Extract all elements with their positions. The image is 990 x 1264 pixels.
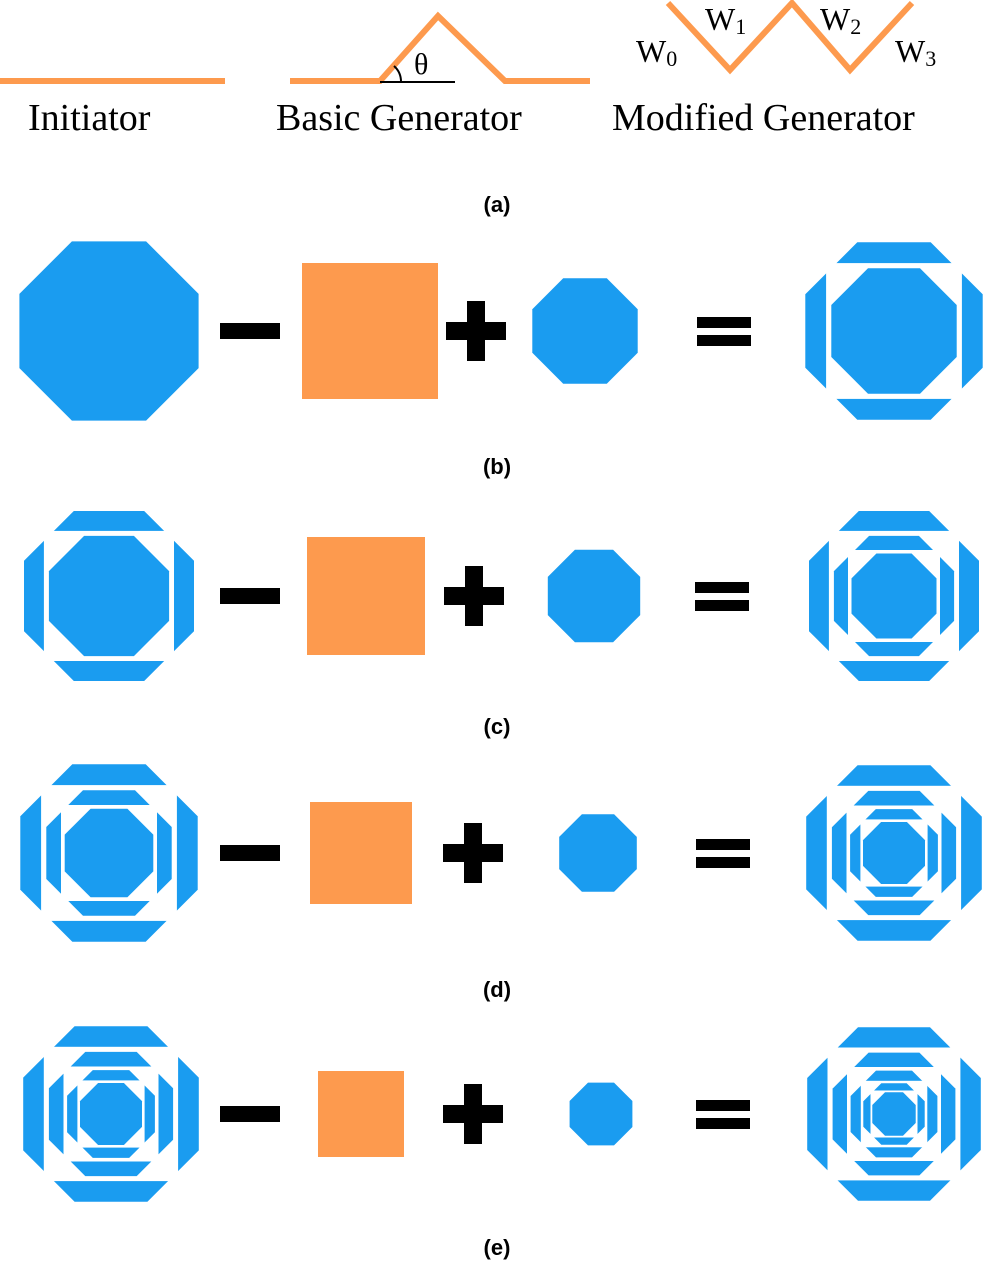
- blue-octagon: [532, 278, 638, 384]
- minus-sign: [220, 1106, 280, 1122]
- minus-sign: [220, 588, 280, 604]
- equals-top-bar: [696, 1100, 750, 1111]
- equals-top-bar: [697, 317, 751, 328]
- row-c: (c): [24, 511, 979, 739]
- orange-square: [307, 537, 425, 655]
- modified-generator-path: [665, 0, 915, 75]
- minus-bar: [220, 845, 280, 861]
- input-fractal-octagon: [23, 1026, 199, 1202]
- result-fractal-octagon: [806, 765, 982, 941]
- equals-bottom-bar: [696, 1118, 750, 1129]
- angle-symbol: θ: [414, 48, 428, 81]
- minus-sign: [220, 323, 280, 339]
- equals-sign: [696, 839, 750, 868]
- modified-generator: W0 W1 W2 W3: [636, 0, 936, 75]
- basic-generator: θ: [290, 11, 590, 84]
- panel-a-caption: (a): [484, 192, 511, 217]
- result-fractal-octagon: [809, 511, 979, 681]
- segment-label-w3: W3: [895, 33, 936, 71]
- equals-top-bar: [696, 839, 750, 850]
- minus-bar: [220, 323, 280, 339]
- orange-square: [318, 1071, 404, 1157]
- plus-vertical-bar: [464, 1084, 482, 1144]
- equals-bottom-bar: [697, 335, 751, 346]
- basic-generator-path: [290, 11, 590, 84]
- orange-square: [310, 802, 412, 904]
- octagon-level-1: [48, 535, 170, 657]
- row-e: (e): [23, 1026, 981, 1260]
- octagon-level-2: [851, 553, 937, 639]
- result-fractal-octagon: [805, 242, 983, 420]
- equals-top-bar: [695, 582, 749, 593]
- equals-sign: [695, 582, 749, 611]
- subtracted-square: [310, 802, 412, 904]
- basic-generator-label: Basic Generator: [276, 97, 522, 139]
- plus-sign: [444, 566, 504, 626]
- added-octagon: [559, 814, 637, 892]
- blue-octagon: [569, 1082, 633, 1146]
- plus-sign: [443, 1084, 503, 1144]
- initiator-label: Initiator: [28, 97, 151, 139]
- result-fractal-octagon: [807, 1027, 981, 1201]
- segment-label-w2: W2: [820, 1, 861, 39]
- panel-a: Initiator θ Basic Generator W0 W1 W2 W3 …: [0, 0, 936, 217]
- plus-vertical-bar: [464, 823, 482, 883]
- octagon-level-0: [19, 241, 199, 421]
- input-fractal-octagon: [19, 241, 199, 421]
- octagon-level-1: [831, 268, 957, 394]
- octagon-level-3: [863, 822, 925, 884]
- angle-arc: [393, 65, 403, 83]
- row-e-caption: (e): [484, 1235, 511, 1260]
- added-octagon: [532, 278, 638, 384]
- octagon-level-2: [64, 808, 154, 898]
- plus-sign: [443, 823, 503, 883]
- equals-bottom-bar: [695, 600, 749, 611]
- segment-label-w0: W0: [636, 33, 677, 71]
- blue-octagon: [559, 814, 637, 892]
- minus-sign: [220, 845, 280, 861]
- subtracted-square: [307, 537, 425, 655]
- added-octagon: [569, 1082, 633, 1146]
- input-fractal-octagon: [20, 764, 198, 942]
- row-d: (d): [20, 764, 982, 1002]
- input-fractal-octagon: [24, 511, 194, 681]
- equals-sign: [696, 1100, 750, 1129]
- segment-label-w1: W1: [705, 1, 746, 39]
- minus-bar: [220, 588, 280, 604]
- subtracted-square: [302, 263, 438, 399]
- subtracted-square: [318, 1071, 404, 1157]
- modified-generator-label: Modified Generator: [612, 97, 915, 139]
- row-c-caption: (c): [484, 714, 511, 739]
- plus-vertical-bar: [465, 566, 483, 626]
- added-octagon: [547, 549, 641, 643]
- octagon-level-3: [80, 1083, 142, 1145]
- minus-bar: [220, 1106, 280, 1122]
- row-d-caption: (d): [483, 977, 511, 1002]
- equals-bottom-bar: [696, 857, 750, 868]
- equals-sign: [697, 317, 751, 346]
- plus-vertical-bar: [467, 301, 485, 361]
- row-b: (b): [19, 241, 983, 479]
- orange-square: [302, 263, 438, 399]
- blue-octagon: [547, 549, 641, 643]
- plus-sign: [446, 301, 506, 361]
- octagon-level-4: [872, 1092, 916, 1136]
- row-b-caption: (b): [483, 454, 511, 479]
